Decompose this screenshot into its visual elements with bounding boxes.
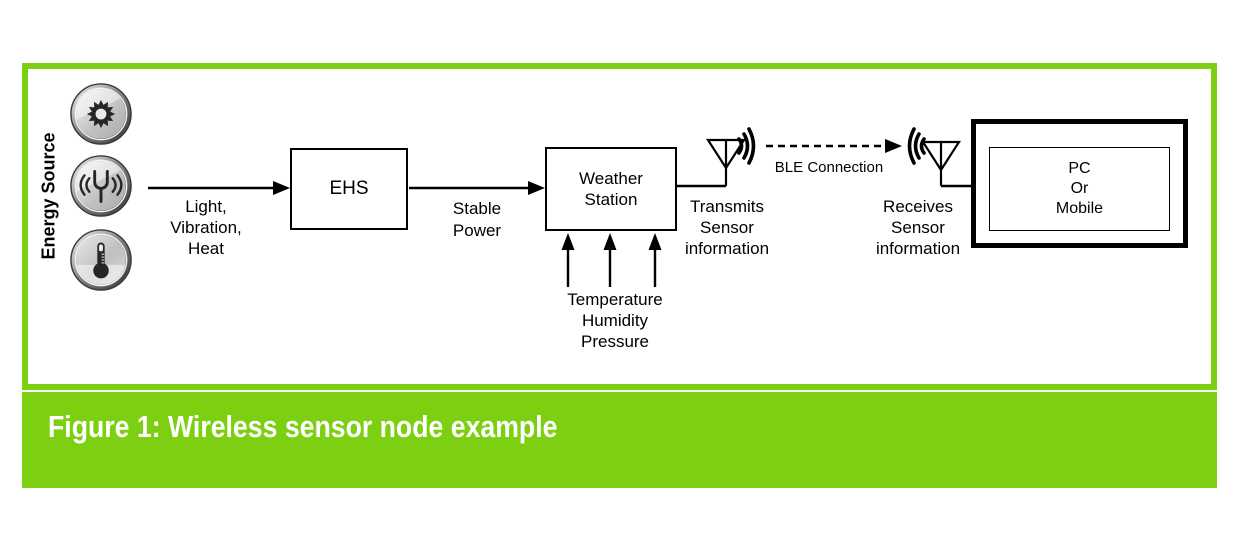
vibration-icon: [70, 155, 132, 217]
ehs-label: EHS: [329, 178, 369, 199]
stable-power-label: Stable Power: [452, 199, 502, 240]
sensor-inputs-label: Temperature Humidity Pressure: [567, 290, 663, 351]
weather-line-1: Weather: [579, 169, 643, 188]
caption-bar: Figure 1: Wireless sensor node example: [22, 392, 1217, 488]
pc-line-2: Or: [1070, 180, 1089, 197]
figure-caption: Figure 1: Wireless sensor node example: [48, 409, 558, 444]
ble-connection-label: BLE Connection: [774, 159, 884, 176]
ehs-box: EHS: [290, 148, 408, 230]
sun-icon: [70, 83, 132, 145]
receives-label: Receives Sensor information: [875, 197, 961, 258]
input-energy-label: Light, Vibration, Heat: [170, 197, 242, 258]
weather-line-2: Station: [584, 190, 638, 209]
pc-line-1: PC: [1068, 160, 1091, 177]
transmits-label: Transmits Sensor information: [684, 197, 770, 258]
thermometer-icon: [70, 229, 132, 291]
energy-source-label: Energy Source: [38, 132, 59, 260]
pc-line-3: Mobile: [1055, 200, 1104, 217]
pc-inner-box: PC Or Mobile: [989, 147, 1170, 231]
weather-station-box: Weather Station: [545, 147, 677, 231]
